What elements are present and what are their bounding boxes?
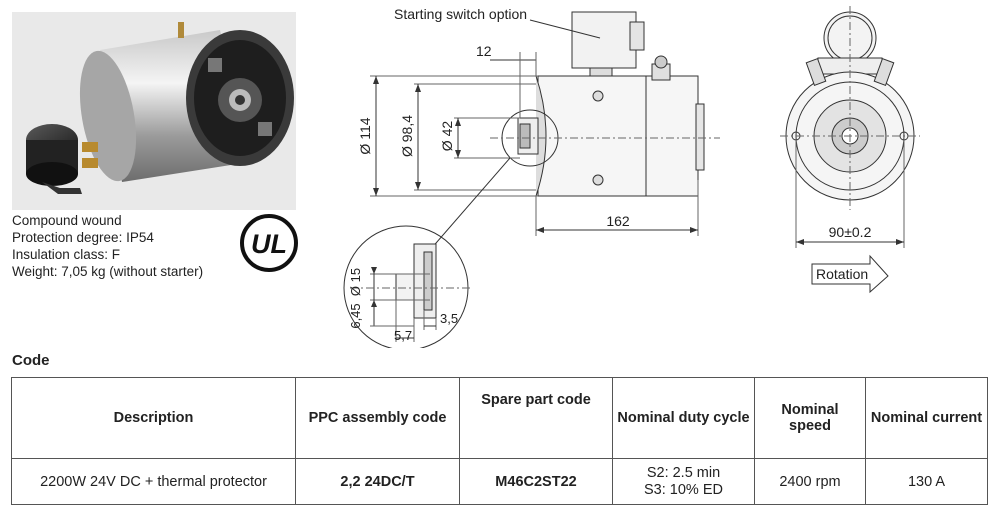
code-heading: Code: [12, 352, 50, 369]
cell-ppc-assembly-code: 2,2 24DC/T: [295, 458, 460, 505]
header-spare-part-code: Spare part code: [459, 377, 613, 459]
dim-35-label: 3,5: [440, 311, 458, 326]
dim-90-label: 90±0.2: [829, 224, 872, 240]
motor-specs: Compound wound Protection degree: IP54 I…: [12, 212, 203, 280]
header-nominal-current: Nominal current: [865, 377, 988, 459]
table-row: 2200W 24V DC + thermal protector 2,2 24D…: [11, 458, 988, 505]
spec-winding: Compound wound: [12, 213, 122, 228]
spec-weight: Weight: 7,05 kg (without starter): [12, 264, 204, 279]
spec-protection: Protection degree: IP54: [12, 230, 154, 245]
spec-insulation: Insulation class: F: [12, 247, 121, 262]
duty-cycle-s3: S3: 10% ED: [644, 481, 723, 498]
cell-spare-part-code: M46C2ST22: [459, 458, 613, 505]
cell-description: 2200W 24V DC + thermal protector: [11, 458, 296, 505]
ul-certification-logo: UL: [238, 213, 300, 273]
product-photo: [12, 12, 296, 210]
motor-photo-illustration: [26, 22, 294, 194]
header-description: Description: [11, 377, 296, 459]
front-view-drawing: 90±0.2 Rotation: [780, 6, 920, 294]
dim-645-label: 6,45: [348, 303, 363, 328]
header-nominal-speed: Nominal speed: [754, 377, 866, 459]
dim-114-label: Ø 114: [357, 117, 373, 154]
cell-current: 130 A: [865, 458, 988, 505]
dim-162-label: 162: [606, 213, 630, 229]
cell-speed: 2400 rpm: [754, 458, 866, 505]
header-nominal-duty-cycle: Nominal duty cycle: [612, 377, 755, 459]
side-view-drawing: Starting switch option 12 Ø 114 Ø 98,4 Ø…: [357, 6, 720, 250]
cell-duty-cycle: S2: 2.5 min S3: 10% ED: [612, 458, 755, 505]
starting-switch-label: Starting switch option: [394, 6, 527, 22]
dim-42-label: Ø 42: [439, 121, 455, 152]
ul-mark-text: UL: [251, 229, 287, 259]
detail-view-drawing: Ø 15 6,45 5,7 3,5: [343, 225, 470, 348]
header-ppc-assembly-code: PPC assembly code: [295, 377, 460, 459]
dim-57-label: 5,7: [394, 328, 412, 343]
dim-15-label: Ø 15: [348, 268, 363, 296]
dim-98-label: Ø 98,4: [399, 115, 415, 157]
dim-12-label: 12: [476, 43, 492, 59]
table-header-row: Description PPC assembly code Spare part…: [11, 377, 988, 459]
spec-table: Description PPC assembly code Spare part…: [11, 377, 988, 505]
rotation-label: Rotation: [816, 266, 868, 282]
duty-cycle-s2: S2: 2.5 min: [646, 464, 721, 481]
